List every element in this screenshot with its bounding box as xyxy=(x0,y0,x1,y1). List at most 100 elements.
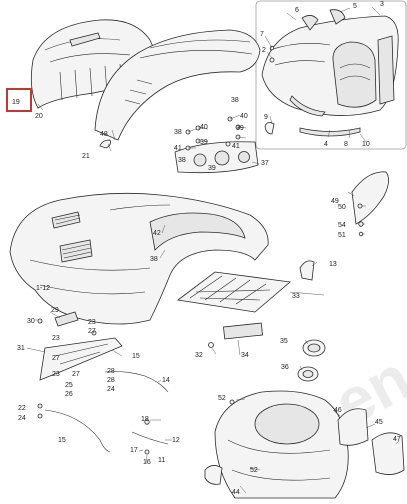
callout-26[interactable]: 26 xyxy=(65,391,73,398)
callout-45[interactable]: 45 xyxy=(375,419,383,426)
callout-40a[interactable]: 40 xyxy=(200,124,208,131)
pad-29 xyxy=(54,311,79,327)
screw-52 xyxy=(229,399,235,405)
callout-39c[interactable]: 39 xyxy=(208,165,216,172)
screw-50 xyxy=(357,203,363,209)
callout-2[interactable]: 2 xyxy=(262,47,266,54)
pan-ribs xyxy=(189,275,271,305)
callout-14[interactable]: 14 xyxy=(162,377,170,384)
callout-32[interactable]: 32 xyxy=(195,352,203,359)
trim-strip xyxy=(299,127,361,137)
callout-46[interactable]: 46 xyxy=(334,407,342,414)
callout-41b[interactable]: 41 xyxy=(232,143,240,150)
callout-39a[interactable]: 39 xyxy=(200,139,208,146)
side-rail xyxy=(377,35,395,105)
callout-23b[interactable]: 23 xyxy=(52,335,60,342)
callout-31[interactable]: 31 xyxy=(17,345,25,352)
bracket-ribs xyxy=(54,343,109,365)
ring-35-inner xyxy=(307,343,321,353)
body-contour-lines xyxy=(269,43,331,66)
callout-50[interactable]: 50 xyxy=(338,204,346,211)
front-liner-48 xyxy=(94,29,261,149)
callout-7[interactable]: 7 xyxy=(260,31,264,38)
callout-6[interactable]: 6 xyxy=(295,7,299,14)
callout-28a[interactable]: 28 xyxy=(107,368,115,375)
callout-37[interactable]: 37 xyxy=(261,160,269,167)
callout-29[interactable]: 29 xyxy=(51,307,59,314)
callout-38d[interactable]: 38 xyxy=(150,256,158,263)
callout-24b[interactable]: 24 xyxy=(18,415,26,422)
callout-18[interactable]: 18 xyxy=(141,416,149,423)
storage-compartment xyxy=(332,41,377,108)
callout-24a[interactable]: 24 xyxy=(107,386,115,393)
gauge-right xyxy=(238,151,250,163)
callout-23c[interactable]: 23 xyxy=(52,371,60,378)
liner-contour xyxy=(139,39,253,59)
callout-1-12[interactable]: 1-12 xyxy=(36,285,50,292)
callout-10[interactable]: 10 xyxy=(362,141,370,148)
side-panel-46 xyxy=(337,408,369,446)
cable-15 xyxy=(44,409,111,453)
callout-20[interactable]: 20 xyxy=(35,113,43,120)
callout-30[interactable]: 30 xyxy=(27,318,35,325)
callout-34[interactable]: 34 xyxy=(241,352,249,359)
callout-9[interactable]: 9 xyxy=(264,114,268,121)
callout-35[interactable]: 35 xyxy=(280,338,288,345)
side-cover-49 xyxy=(351,171,389,237)
callout-51[interactable]: 51 xyxy=(338,232,346,239)
callout-39b[interactable]: 39 xyxy=(236,125,244,132)
callout-labels: 19 20 48 21 1-12 6 5 3 7 2 9 4 8 10 38 4… xyxy=(12,1,401,496)
callout-23a[interactable]: 23 xyxy=(88,319,96,326)
callout-38c[interactable]: 38 xyxy=(178,157,186,164)
callout-12[interactable]: 12 xyxy=(172,437,180,444)
callout-42[interactable]: 42 xyxy=(153,230,161,237)
callout-3[interactable]: 3 xyxy=(380,1,384,8)
callout-22[interactable]: 22 xyxy=(18,405,26,412)
gauge-bezel-37 xyxy=(174,141,259,174)
callout-15b[interactable]: 15 xyxy=(58,437,66,444)
callout-8[interactable]: 8 xyxy=(344,141,348,148)
callout-17[interactable]: 17 xyxy=(130,447,138,454)
callout-15a[interactable]: 15 xyxy=(132,353,140,360)
callout-19[interactable]: 19 xyxy=(12,99,20,106)
left-vent-grille xyxy=(51,211,81,229)
callout-41a[interactable]: 41 xyxy=(174,145,182,152)
callout-49[interactable]: 49 xyxy=(331,198,339,205)
callout-52b[interactable]: 52 xyxy=(250,467,258,474)
callout-47[interactable]: 47 xyxy=(393,436,401,443)
callout-16[interactable]: 16 xyxy=(143,459,151,466)
fin-covers xyxy=(301,9,346,31)
callout-54[interactable]: 54 xyxy=(338,222,346,229)
callout-4[interactable]: 4 xyxy=(324,141,328,148)
callout-33[interactable]: 33 xyxy=(292,293,300,300)
callout-27b[interactable]: 27 xyxy=(52,355,60,362)
lower-console-44 xyxy=(204,390,405,499)
bracket-plate xyxy=(39,337,123,381)
screw-30 xyxy=(37,318,43,324)
callout-44[interactable]: 44 xyxy=(232,489,240,496)
hood-assembly xyxy=(9,192,269,325)
console-contour xyxy=(227,439,331,481)
callout-5[interactable]: 5 xyxy=(353,3,357,10)
callout-27c[interactable]: 27 xyxy=(72,371,80,378)
callout-25[interactable]: 25 xyxy=(65,382,73,389)
callout-11[interactable]: 11 xyxy=(158,457,165,464)
belly-pan-33 xyxy=(177,271,291,313)
callout-38a[interactable]: 38 xyxy=(174,129,182,136)
callout-48[interactable]: 48 xyxy=(100,131,108,138)
grille-slats xyxy=(54,214,92,259)
callout-36[interactable]: 36 xyxy=(281,364,289,371)
callout-27a[interactable]: 27 xyxy=(88,328,96,335)
callout-28b[interactable]: 28 xyxy=(107,377,115,384)
callout-40b[interactable]: 40 xyxy=(240,113,248,120)
screw-22 xyxy=(37,403,43,409)
gauge-left xyxy=(193,153,207,167)
callout-38b[interactable]: 38 xyxy=(231,97,239,104)
callout-52a[interactable]: 52 xyxy=(218,395,226,402)
compartment-ribs xyxy=(339,63,371,81)
rub-rail xyxy=(289,95,326,117)
callout-13[interactable]: 13 xyxy=(329,261,337,268)
hood-contour xyxy=(29,259,151,295)
callout-21[interactable]: 21 xyxy=(82,153,90,160)
